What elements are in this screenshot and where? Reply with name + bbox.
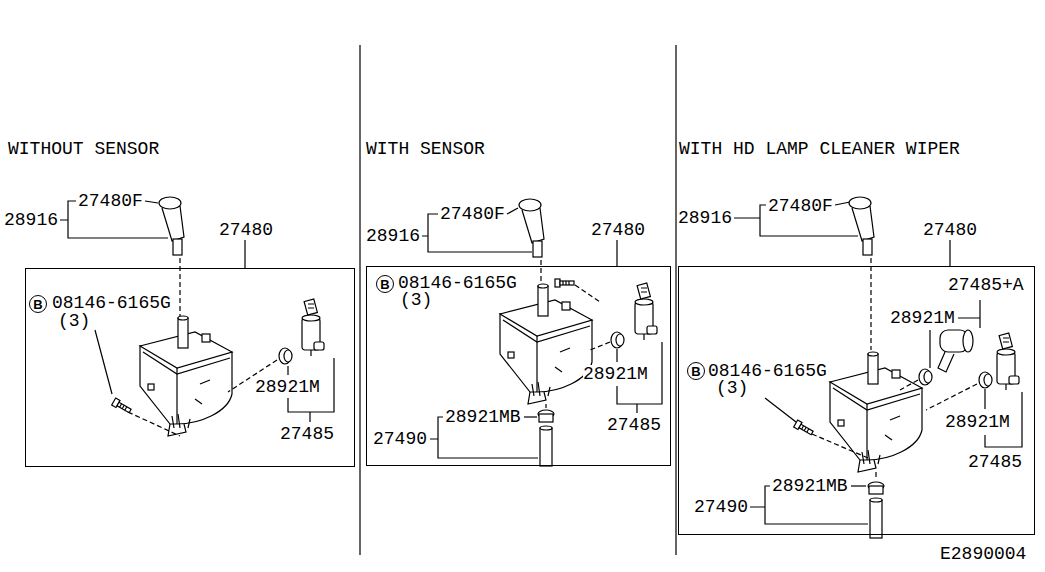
part-number: 27480 <box>923 221 977 239</box>
drawing-stroke <box>611 332 624 348</box>
callout-number: 27485+A <box>948 276 1024 294</box>
callout-number: 27485 <box>607 416 661 434</box>
callout-number: 27490 <box>373 430 427 448</box>
callout-number: 28916 <box>678 209 732 227</box>
callout-number: 27480F <box>78 192 143 210</box>
callout-number: 27480F <box>440 205 505 223</box>
callout-number: 27485 <box>968 453 1022 471</box>
drawing-stroke <box>179 258 180 318</box>
part-number: 27480 <box>219 221 273 239</box>
drawing-stroke <box>159 197 184 255</box>
drawing-stroke <box>519 199 544 257</box>
drawing-stroke <box>926 384 977 410</box>
drawing-stroke <box>60 201 245 268</box>
callout-number: 27485 <box>280 425 334 443</box>
callout-number: 08146-6165G <box>52 294 171 312</box>
drawing-stroke <box>140 316 232 436</box>
drawing-stroke <box>734 202 950 266</box>
callout-number: 28921MB <box>445 408 521 426</box>
drawing-stroke <box>851 485 866 486</box>
reference-circle: B <box>376 275 394 293</box>
drawing-stroke <box>875 472 876 480</box>
drawing-stroke <box>279 348 292 364</box>
callout-number: 28921MB <box>772 477 848 495</box>
callout-number: 27480F <box>768 197 833 215</box>
reference-circle: B <box>29 295 47 313</box>
section-heading: WITH SENSOR <box>366 140 485 158</box>
drawing-stroke <box>524 416 537 417</box>
reference-letter: B <box>691 365 700 378</box>
reference-circle: B <box>687 362 705 380</box>
drawing-stroke <box>590 342 610 350</box>
callout-number: 28921M <box>945 413 1010 431</box>
drawing-stroke <box>302 299 324 356</box>
reference-letter: B <box>380 278 389 291</box>
divider-line <box>360 45 676 555</box>
drawing-stroke <box>900 380 918 390</box>
callout-number: 08146-6165G <box>708 362 827 380</box>
drawing-stroke <box>765 398 796 422</box>
callout-number: (3) <box>400 291 432 309</box>
reference-letter: B <box>33 298 42 311</box>
drawing-stroke <box>812 434 868 458</box>
callout-number: 28916 <box>4 211 58 229</box>
section-heading: WITH HD LAMP CLEANER WIPER <box>679 140 960 158</box>
drawing-stroke <box>635 283 657 340</box>
panel-lines <box>60 45 1022 555</box>
drawing-stroke <box>919 369 932 385</box>
drawing-stroke <box>938 352 954 372</box>
drawing-stroke <box>540 260 541 282</box>
drawing-stroke <box>849 197 874 255</box>
part-number: 27480 <box>591 221 645 239</box>
drawing-stroke <box>500 284 592 404</box>
callout-number: E2890004 <box>940 545 1026 563</box>
callout-number: 28916 <box>366 227 420 245</box>
headlamp-pump <box>938 330 973 372</box>
drawing-stroke <box>870 258 871 350</box>
drawing-stroke <box>575 285 600 302</box>
drawing-stroke <box>545 404 546 408</box>
drawing-stroke <box>128 412 180 436</box>
callout-number: 27490 <box>694 498 748 516</box>
callout-number: 08146-6165G <box>398 274 517 292</box>
drawing-stroke <box>963 330 973 352</box>
drawing-stroke <box>555 279 574 287</box>
callout-number: 28921M <box>583 365 648 383</box>
callout-number: (3) <box>716 379 748 397</box>
drawing-stroke <box>95 330 112 394</box>
drawing-stroke <box>794 420 814 436</box>
callout-number: (3) <box>58 312 90 330</box>
drawing-stroke <box>868 482 884 538</box>
section-heading: WITHOUT SENSOR <box>8 140 159 158</box>
callout-number: 28921M <box>255 378 320 396</box>
drawing-stroke <box>997 333 1019 390</box>
drawing-stroke <box>538 410 554 466</box>
drawing-stroke <box>979 372 992 388</box>
drawing-stroke <box>830 352 922 472</box>
variant-panel: 27480B <box>678 266 1035 535</box>
callout-number: 28921M <box>890 309 955 327</box>
